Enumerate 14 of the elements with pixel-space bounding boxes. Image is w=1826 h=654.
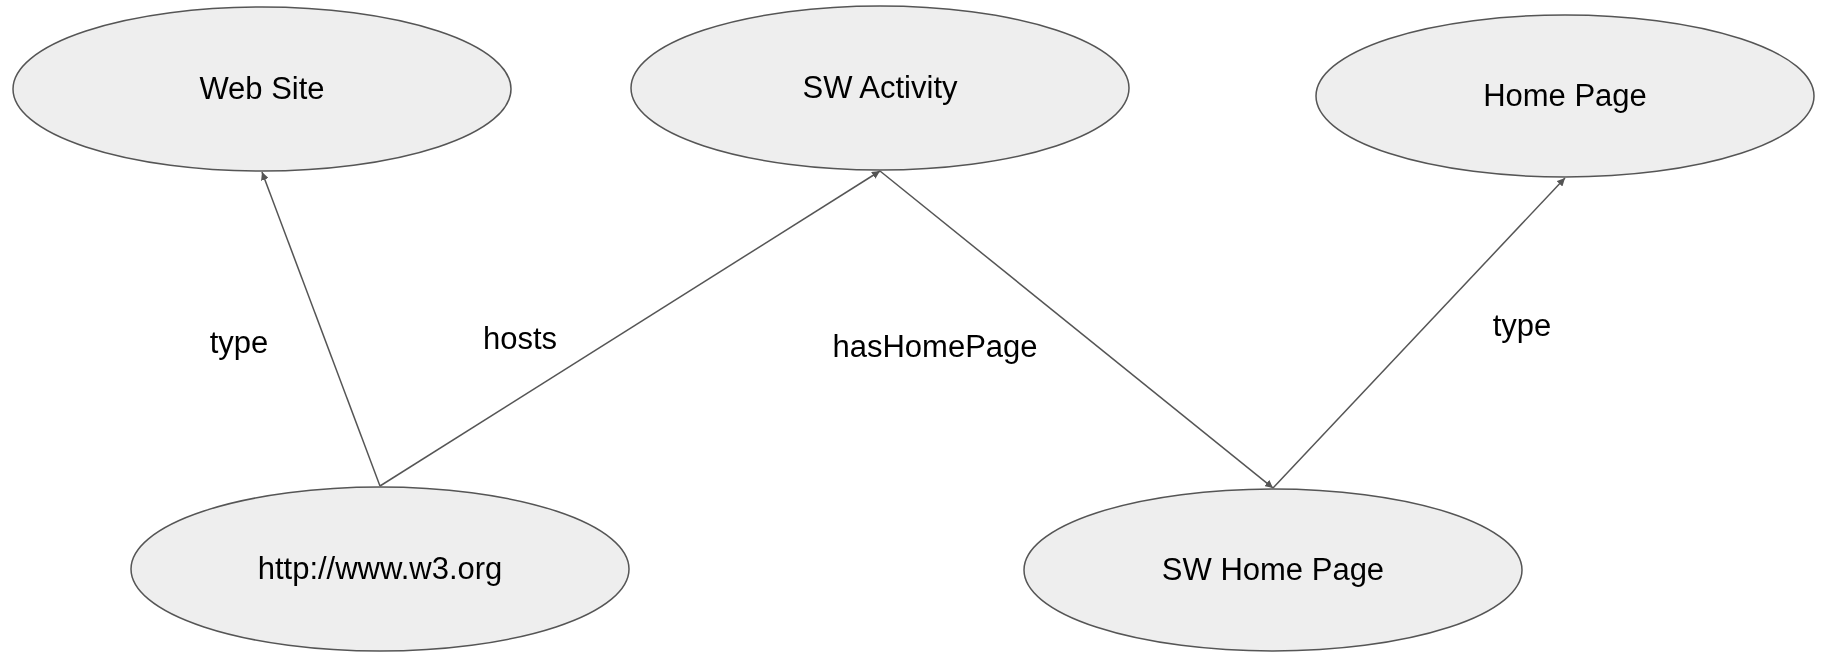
arrow xyxy=(1272,177,1566,489)
arrow xyxy=(261,171,381,487)
node-label: http://www.w3.org xyxy=(257,549,503,588)
ellipse-node xyxy=(130,486,630,652)
ellipse-node xyxy=(1023,488,1523,652)
arrow xyxy=(879,170,1274,489)
arrow xyxy=(379,170,881,487)
node-label: Home Page xyxy=(1483,76,1647,115)
node-label: SW Home Page xyxy=(1161,550,1385,589)
ellipse-node xyxy=(12,6,512,172)
node-label: SW Activity xyxy=(802,68,958,107)
ellipse-node xyxy=(630,5,1130,171)
node-label: Web Site xyxy=(199,69,325,108)
ellipse-node xyxy=(1315,14,1815,178)
